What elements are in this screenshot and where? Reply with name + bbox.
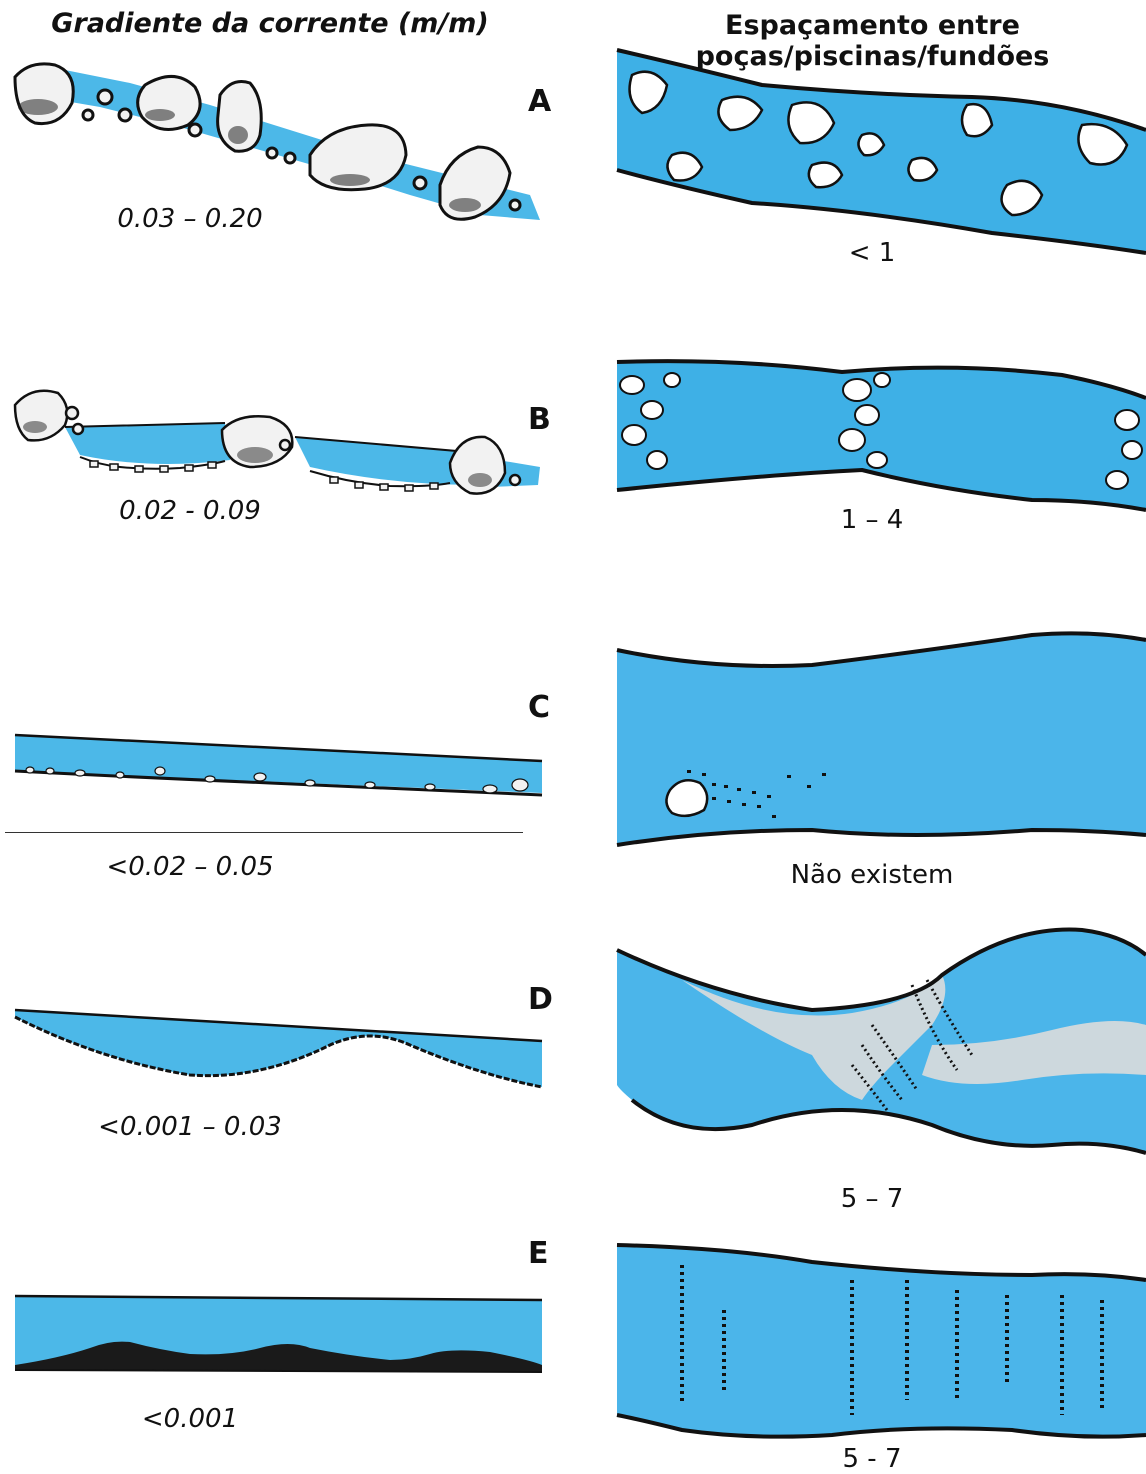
plan-diagram-c: [612, 625, 1146, 855]
profile-diagram-c: [10, 725, 545, 805]
profile-diagram-b: [10, 385, 545, 505]
row-letter-c: C: [528, 690, 550, 725]
spacing-label-c: Não existem: [722, 860, 1022, 890]
row-letter-e: E: [528, 1236, 549, 1271]
plan-diagram-e: [612, 1240, 1146, 1445]
plan-diagram-a: [612, 45, 1146, 255]
gradient-label-e: <0.001: [10, 1404, 370, 1434]
spacing-label-d: 5 – 7: [722, 1184, 1022, 1214]
profile-diagram-d: [10, 1005, 545, 1100]
plan-diagram-d: [612, 925, 1146, 1155]
spacing-header-line1: Espaçamento entre: [640, 10, 1105, 41]
separator-line: [5, 832, 523, 833]
spacing-label-e: 5 - 7: [722, 1444, 1022, 1474]
profile-diagram-e: [10, 1290, 545, 1385]
profile-diagram-a: [10, 55, 545, 235]
plan-diagram-b: [612, 350, 1146, 515]
gradient-label-d: <0.001 – 0.03: [10, 1112, 370, 1142]
gradient-column-header: Gradiente da corrente (m/m): [20, 8, 520, 39]
gradient-label-c: <0.02 – 0.05: [10, 852, 370, 882]
